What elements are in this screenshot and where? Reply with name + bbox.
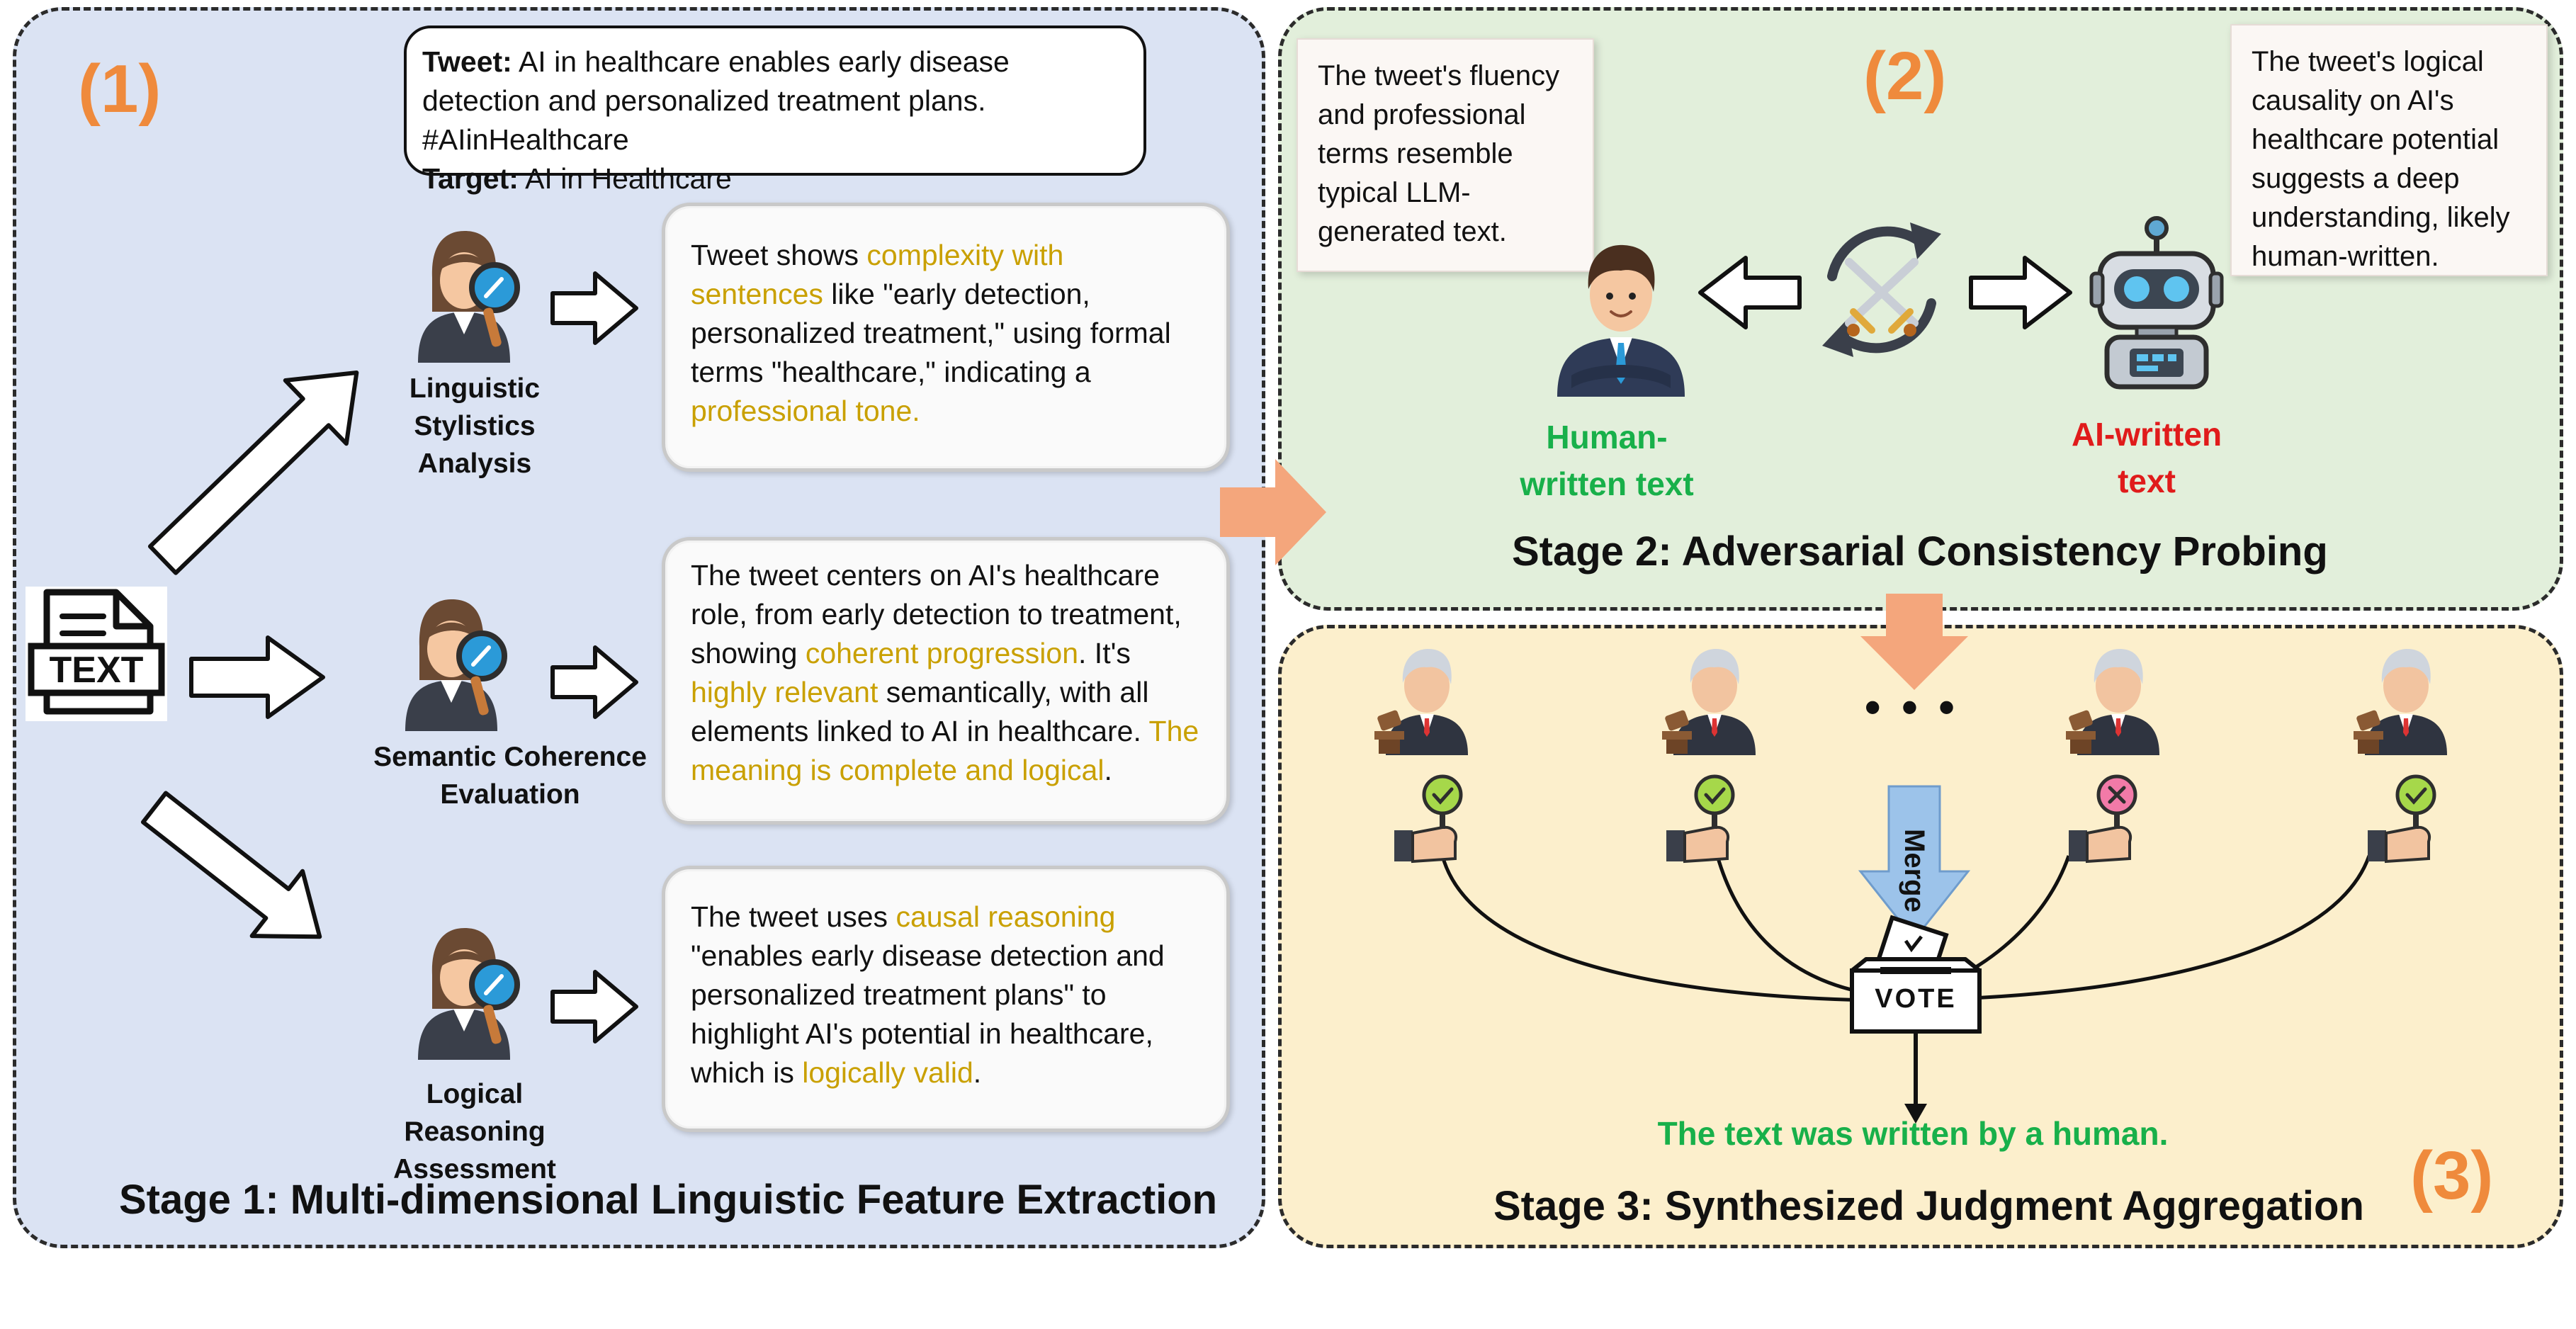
box1-part: like "early detection, personalized trea… <box>691 278 1171 388</box>
box3-highlight: causal reasoning <box>896 900 1116 933</box>
stage2-number: (2) <box>1863 38 1947 114</box>
human-note: The tweet's fluency and professional ter… <box>1297 38 1594 272</box>
arrow-right-to-robot <box>1969 256 2072 329</box>
stage1-arrows <box>140 371 359 939</box>
box2-highlight: The meaning is complete and logical <box>691 715 1199 786</box>
stage3-title: Stage 3: Synthesized Judgment Aggregatio… <box>1493 1183 2364 1229</box>
box3-part: . <box>973 1056 982 1089</box>
small-arrow-2 <box>550 645 638 719</box>
stage2-title: Stage 2: Adversarial Consistency Probing <box>1512 528 2328 575</box>
agent-label-1: Linguistic Stylistics Analysis <box>409 373 541 479</box>
arrow-left-to-human <box>1698 256 1802 329</box>
analysis-box-semantic: The tweet centers on AI's healthcare rol… <box>662 537 1230 825</box>
ellipsis: • • • <box>1865 682 1959 733</box>
small-arrow-1 <box>550 271 638 345</box>
judge-hand-2 <box>1666 774 1735 864</box>
judge-hand-4 <box>2368 774 2436 864</box>
verdict-check-icon <box>2395 774 2436 815</box>
agent-icon-3 <box>418 928 520 1060</box>
small-arrow-3 <box>550 970 638 1044</box>
box3-part: "enables early disease detection and per… <box>691 939 1165 1089</box>
human-written-label: Human-written text <box>1520 419 1694 502</box>
ai-note: The tweet's logical causality on AI's he… <box>2230 24 2548 276</box>
ballot-box-icon <box>1850 915 1982 1034</box>
tweet-box: Tweet: AI in healthcare enables early di… <box>404 26 1146 195</box>
stage1-number: (1) <box>78 51 162 127</box>
box2-highlight: highly relevant <box>691 676 879 708</box>
judge-icon-4 <box>2354 649 2447 755</box>
text-document-icon: TEXT <box>26 587 167 721</box>
box2-highlight: coherent progression <box>805 637 1079 669</box>
arrow-up-right <box>147 371 359 575</box>
box3-part: The tweet uses <box>691 900 896 933</box>
judge-icon-3 <box>2066 649 2159 755</box>
robot-icon <box>2089 216 2224 390</box>
target-label: Target: <box>422 162 519 195</box>
judge-icon-2 <box>1662 649 1756 755</box>
judge-hand-3 <box>2069 774 2137 864</box>
box2-part: The tweet centers on AI's healthcare rol… <box>691 559 1182 669</box>
ai-written-label: AI-written text <box>2071 416 2222 499</box>
swords-cycle-icon <box>1822 222 1941 357</box>
text-icon-label: TEXT <box>49 650 144 691</box>
verdict-check-icon <box>1694 774 1735 815</box>
box1-highlight: complexity with sentences <box>691 239 1064 310</box>
merge-arrow <box>1858 785 1971 941</box>
analysis-box-logical: The tweet uses causal reasoning "enables… <box>662 866 1230 1132</box>
box2-part: . <box>1104 754 1112 786</box>
arrow-down-right <box>140 791 322 939</box>
target-text: AI in Healthcare <box>525 162 732 195</box>
verdict-check-icon <box>1422 774 1463 815</box>
box2-part: semantically, with all elements linked t… <box>691 676 1149 747</box>
box1-part: Tweet shows <box>691 239 867 271</box>
agent-icon-1 <box>418 231 520 363</box>
stage1-title: Stage 1: Multi-dimensional Linguistic Fe… <box>119 1177 1218 1223</box>
agent-label-3: Logical Reasoning Assessment <box>393 1079 556 1184</box>
result-text: The text was written by a human. <box>1657 1115 2169 1152</box>
agent-icon-2 <box>405 599 507 731</box>
orange-arrow-down <box>1860 594 1968 690</box>
tweet-line: Tweet: AI in healthcare enables early di… <box>422 43 1128 159</box>
analysis-box-stylistics: Tweet shows complexity with sentences li… <box>662 203 1230 472</box>
vote-label: VOTE <box>1875 984 1957 1014</box>
stage3-number: (3) <box>2410 1138 2494 1214</box>
judge-icon-1 <box>1374 649 1468 755</box>
arrow-right-middle <box>189 635 325 719</box>
agent-label-2: Semantic Coherence Evaluation <box>373 742 647 810</box>
tweet-label: Tweet: <box>422 45 512 78</box>
judge-hand-1 <box>1394 774 1463 864</box>
target-line: Target: AI in Healthcare <box>422 159 1128 198</box>
box3-highlight: logically valid <box>802 1056 973 1089</box>
box1-highlight: professional tone. <box>691 395 920 427</box>
box2-part: . It's <box>1078 637 1131 669</box>
orange-arrow-right <box>1220 459 1326 565</box>
tweet-text: AI in healthcare enables early disease d… <box>422 45 1010 156</box>
human-icon <box>1557 244 1685 397</box>
